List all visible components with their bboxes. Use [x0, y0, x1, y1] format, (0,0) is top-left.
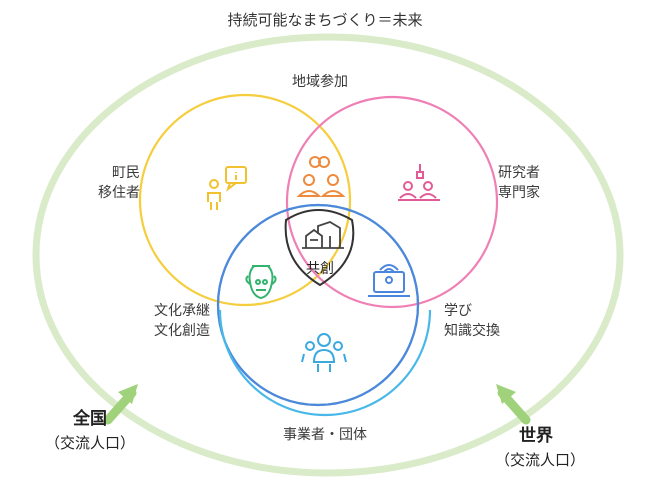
center-lens: [284, 209, 355, 287]
arrow-right: [496, 384, 531, 425]
label-lower-left-2: 文化創造: [154, 323, 210, 339]
label-top: 地域参加: [292, 74, 348, 90]
circle-top-left: [138, 93, 352, 307]
label-lower-left-1: 文化承継: [154, 303, 210, 319]
label-right-2: 専門家: [498, 185, 540, 201]
diagram-title: 持続可能なまちづくり＝未来: [227, 11, 423, 29]
label-bottom: 事業者・団体: [283, 427, 367, 443]
person-info-icon: [207, 166, 247, 210]
circle-bottom-right: [216, 203, 420, 407]
outer-left-sub: （交流人口）: [44, 434, 135, 452]
circle-bottom: [218, 309, 432, 417]
outer-left-main: 全国: [73, 409, 107, 429]
label-left-1: 町民: [112, 165, 140, 181]
vase-icon: [245, 265, 277, 300]
label-right-1: 研究者: [498, 165, 540, 181]
laptop-signal-icon: [368, 264, 410, 297]
label-left-2: 移住者: [98, 185, 140, 201]
researchers-icon: [398, 164, 440, 201]
label-lower-right-1: 学び: [444, 303, 472, 319]
group-people-icon: [301, 333, 347, 372]
buildings-icon: [302, 221, 344, 249]
label-lower-right-2: 知識交換: [444, 323, 500, 339]
community-people-icon: [296, 156, 346, 197]
outer-right-main: 世界: [519, 426, 553, 446]
outer-right-sub: （交流人口）: [494, 451, 585, 469]
circle-top-right: [285, 95, 499, 309]
arrow-left: [103, 384, 138, 425]
label-center: 共創: [306, 261, 334, 277]
outer-ellipse: [32, 33, 624, 477]
